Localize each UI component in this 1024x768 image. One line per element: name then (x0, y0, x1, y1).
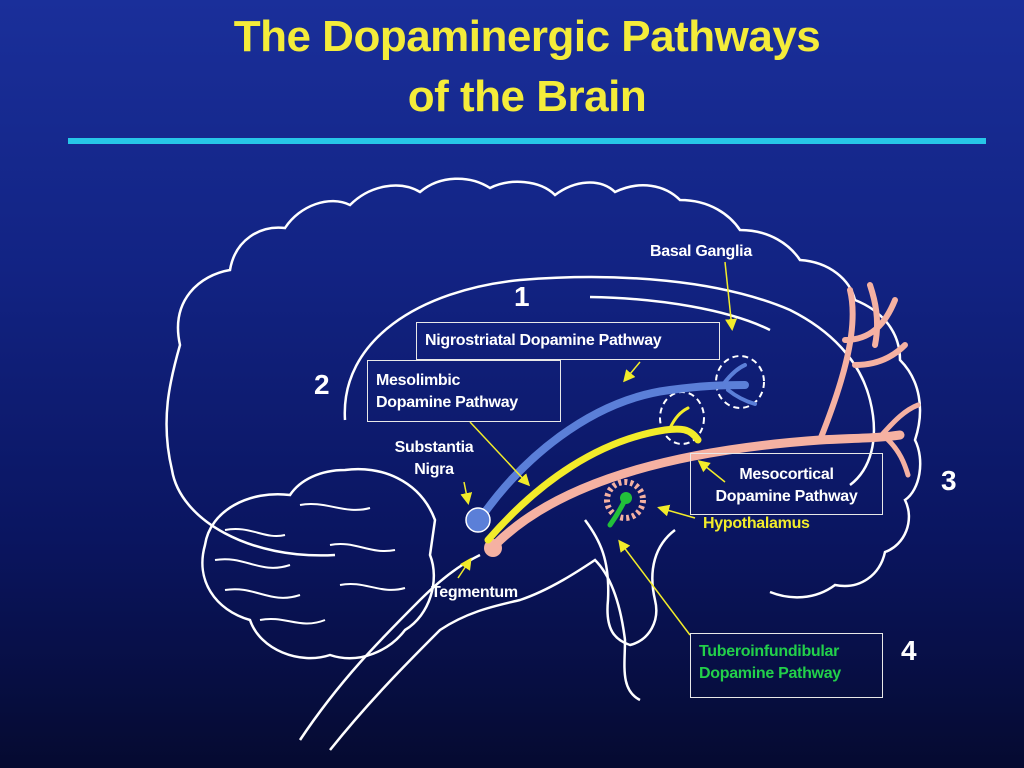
title-line-2: of the Brain (407, 72, 647, 121)
tegmentum-nucleus (484, 539, 502, 557)
mesolimbic-branches (668, 406, 690, 430)
nigrostriatal-pathway (474, 381, 749, 526)
label-box-nigrostriatal: Nigrostriatal Dopamine Pathway (416, 322, 720, 360)
cingulate-outline (343, 275, 876, 486)
label-box-tuberoinfundibular: Tuberoinfundibular Dopamine Pathway (690, 633, 883, 698)
label-mesolimbic-line2: Dopamine Pathway (376, 394, 518, 411)
label-basal-ganglia: Basal Ganglia (650, 243, 752, 260)
mesocortical-branch-lower (877, 402, 921, 478)
number-1: 1 (514, 281, 530, 312)
label-mesolimbic-line1: Mesolimbic (376, 372, 461, 389)
title-line-1: The Dopaminergic Pathways (233, 12, 821, 61)
pointer-substantia-nigra (460, 481, 473, 505)
pointer-nigrostriatal (623, 361, 641, 383)
corpus-callosum-outline (589, 295, 771, 332)
cerebellum-outline (201, 467, 437, 660)
cerebellum-folia (214, 503, 406, 625)
mesolimbic-pathway (484, 425, 702, 544)
label-box-mesocortical: Mesocortical Dopamine Pathway (690, 453, 883, 515)
pointer-hypothalamus (657, 504, 696, 519)
label-tubero-line1: Tuberoinfundibular (699, 643, 840, 660)
label-substantia-nigra: Substantia Nigra (388, 437, 480, 481)
number-3: 3 (941, 465, 957, 496)
pointer-basal-ganglia (724, 261, 738, 331)
label-box-mesolimbic: Mesolimbic Dopamine Pathway (367, 360, 561, 422)
label-mesocortical-line2: Dopamine Pathway (715, 488, 858, 505)
pointer-tuberoinfundibular (618, 539, 691, 636)
pituitary-outline (583, 519, 676, 647)
pointer-mesocortical (697, 460, 726, 483)
number-4: 4 (901, 635, 917, 666)
number-2: 2 (314, 369, 330, 400)
mesocortical-branch-upper (817, 282, 908, 443)
label-nigrostriatal: Nigrostriatal Dopamine Pathway (425, 332, 662, 349)
label-pointers (457, 261, 738, 636)
brain-outline (165, 177, 922, 599)
label-substantia-line1: Substantia (394, 439, 474, 456)
substantia-nigra-nucleus (465, 507, 491, 533)
mesocortical-pathway (490, 430, 905, 550)
basal-ganglia-region (715, 355, 765, 409)
label-mesocortical-line1: Mesocortical (739, 466, 834, 483)
title-divider (68, 138, 986, 144)
hypothalamus-region (604, 479, 646, 521)
label-hypothalamus: Hypothalamus (703, 515, 810, 532)
pointer-tegmentum (457, 557, 472, 579)
pointer-mesolimbic (469, 421, 531, 487)
nigrostriatal-branches (720, 363, 757, 406)
label-tegmentum: Tegmentum (431, 584, 518, 601)
label-substantia-line2: Nigra (414, 461, 454, 478)
label-tubero-line2: Dopamine Pathway (699, 665, 841, 682)
tuberoinfundibular-nucleus (620, 492, 632, 504)
brainstem-front-outline (329, 558, 641, 751)
